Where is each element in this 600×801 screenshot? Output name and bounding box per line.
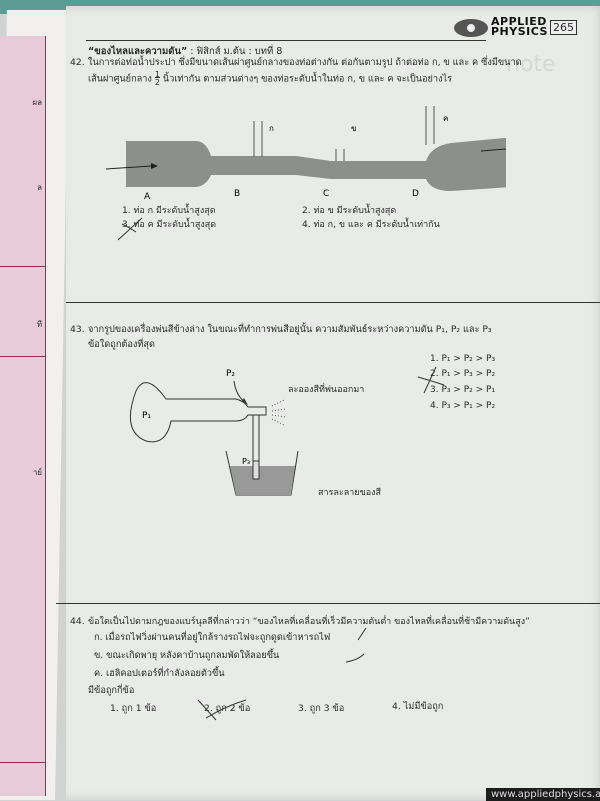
divider — [56, 603, 600, 604]
fragment: ล — [37, 183, 42, 192]
chapter-title: “ของไหลและความดัน” — [88, 46, 188, 57]
section-c: C — [323, 189, 329, 199]
tube-label-ka: ก — [269, 124, 274, 133]
q44-option-3[interactable]: 3. ถูก 3 ข้อ — [298, 703, 345, 714]
section-b: B — [234, 189, 240, 199]
page-number: 265 — [549, 19, 577, 35]
label-p1: P₁ — [142, 411, 151, 421]
sprayer-diagram: P₁ P₂ P₃ — [129, 369, 299, 496]
right-page: note “ของไหลและความดัน” : ฟิสิกส์ ม.ต้น … — [56, 6, 600, 801]
fragment: ผล — [32, 98, 42, 107]
q44-statement-kho: ข. ขณะเกิดพายุ หลังคาบ้านถูกลมพัดให้ลอยข… — [94, 650, 280, 661]
q42-line2-post: นิ้วเท่ากัน ตามส่วนต่างๆ ของท่อระดับน้ำใ… — [162, 73, 453, 85]
handwritten-cross-mark — [117, 217, 143, 241]
q43-option-4[interactable]: 4. P₃ > P₁ > P₂ — [430, 401, 496, 411]
watermark: note — [506, 52, 556, 77]
q44-statement-ka: ก. เมื่อรถไฟวิ่งผ่านคนที่อยู่ใกล้รางรถไฟ… — [94, 632, 331, 643]
liquid-label: สารละลายของสี — [318, 488, 382, 498]
fragment: ที — [36, 320, 42, 329]
header-rule — [86, 40, 486, 41]
q43-line1: จากรูปของเครื่องพ่นสีข้างล่าง ในขณะที่ทำ… — [88, 324, 492, 335]
q43-number: 43. — [70, 324, 85, 335]
handwritten-check-marks — [345, 627, 367, 663]
q44-option-1[interactable]: 1. ถูก 1 ข้อ — [110, 703, 157, 714]
footer-url: www.appliedphysics.a — [486, 788, 600, 801]
fraction-numerator: 1 — [154, 70, 160, 79]
chapter-subtitle: : ฟิสิกส์ ม.ต้น : บทที่ 8 — [187, 46, 283, 57]
left-page-table: ผล ล ที าย์ — [0, 36, 46, 796]
q44-option-4[interactable]: 4. ไม่มีข้อถูก — [392, 701, 444, 712]
label-p2: P₂ — [226, 369, 235, 379]
q43-option-1[interactable]: 1. P₁ > P₂ > P₃ — [430, 354, 496, 364]
spray-label: ละอองสีที่พ่นออกมา — [288, 385, 365, 395]
q43-option-3[interactable]: 3. P₃ > P₂ > P₁ — [430, 385, 496, 395]
q44-line1: ข้อใดเป็นไปตามกฎของแบร์นุลลีที่กล่าวว่า … — [88, 617, 530, 627]
q42-option-3[interactable]: 3. ท่อ ค มีระดับน้ำสูงสุด — [122, 220, 217, 230]
fragment: าย์ — [32, 468, 42, 477]
q44-number: 44. — [70, 616, 85, 627]
q44-option-2[interactable]: 2. ถูก 2 ข้อ — [204, 703, 251, 714]
section-d: D — [412, 189, 419, 199]
q44-prompt: มีข้อถูกกี่ข้อ — [88, 685, 135, 696]
tube-label-kho-khwai: ค — [443, 114, 448, 123]
q42-number: 42. — [70, 57, 85, 68]
pipe-diagram: ก ข ค A B C D — [105, 106, 506, 201]
handwritten-cross-mark — [417, 366, 445, 394]
q44-statement-kho-khwai: ค. เฮลิคอปเตอร์ที่กำลังลอยตัวขึ้น — [94, 668, 225, 679]
q43-option-2[interactable]: 2. P₁ > P₃ > P₂ — [430, 369, 496, 379]
label-p3: P₃ — [242, 457, 250, 466]
page-header: “ของไหลและความดัน” : ฟิสิกส์ ม.ต้น : บทท… — [88, 44, 282, 59]
handwritten-cross-mark — [197, 699, 247, 721]
q42-option-1[interactable]: 1. ท่อ ก มีระดับน้ำสูงสุด — [122, 206, 216, 216]
fraction-denominator: 2 — [154, 77, 160, 87]
section-a: A — [144, 192, 151, 201]
divider — [66, 302, 600, 303]
tube-label-kho: ข — [351, 124, 356, 133]
q42-line2-pre: เส้นผ่าศูนย์กลาง — [88, 73, 152, 85]
atom-logo-icon — [454, 19, 488, 37]
q42-option-2[interactable]: 2. ท่อ ข มีระดับน้ำสูงสุด — [302, 206, 397, 216]
q43-line2: ข้อใดถูกต้องที่สุด — [88, 339, 155, 350]
q42-option-4[interactable]: 4. ท่อ ก, ข และ ค มีระดับน้ำเท่ากัน — [302, 220, 440, 230]
q42-line1: ในการต่อท่อน้ำประปา ซึ่งมีขนาดเส้นผ่าศูน… — [88, 57, 522, 68]
